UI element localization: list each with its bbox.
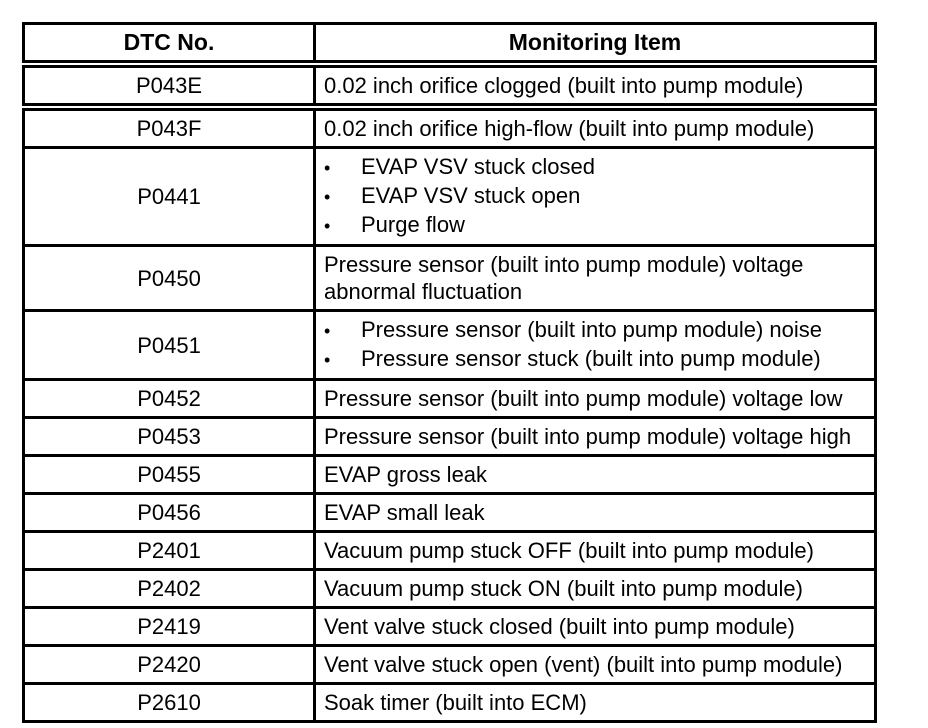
monitoring-item-text: Soak timer (built into ECM) [324,690,587,715]
monitoring-item-cell: 0.02 inch orifice clogged (built into pu… [313,62,877,111]
monitoring-item-text: Pressure sensor (built into pump module)… [324,386,843,411]
monitoring-item-cell: • EVAP VSV stuck closed • EVAP VSV stuck op… [313,146,877,247]
dtc-code-cell: P043F [22,105,316,149]
dtc-code-cell: P0450 [22,244,316,312]
dtc-code-cell: P2610 [22,682,316,723]
monitoring-item-cell: Soak timer (built into ECM) [313,682,877,723]
monitoring-item-text: 0.02 inch orifice clogged (built into pu… [324,73,804,98]
bullet-icon: • [324,321,331,341]
monitoring-item-text: Vacuum pump stuck OFF (built into pump m… [324,538,814,563]
table-row: P043E 0.02 inch orifice clogged (built i… [22,62,877,111]
column-header-monitoring-item: Monitoring Item [313,22,877,68]
table-row: P0452 Pressure sensor (built into pump m… [22,378,877,419]
dtc-code-cell: P2402 [22,568,316,609]
dtc-code-cell: P0455 [22,454,316,495]
bullet-icon: • [324,216,331,236]
monitoring-item-cell: Vent valve stuck open (vent) (built into… [313,644,877,685]
monitoring-item-text: 0.02 inch orifice high-flow (built into … [324,116,815,141]
dtc-monitoring-table: DTC No. Monitoring Item P043E 0.02 inch … [22,22,877,723]
bullet-list-item: • Pressure sensor (built into pump module… [324,316,866,345]
monitoring-item-cell: • Pressure sensor (built into pump module… [313,309,877,381]
monitoring-item-cell: Vacuum pump stuck ON (built into pump mo… [313,568,877,609]
monitoring-item-cell: Vacuum pump stuck OFF (built into pump m… [313,530,877,571]
dtc-code-cell: P0451 [22,309,316,381]
bullet-item-text: Purge flow [361,212,465,237]
dtc-code-cell: P043E [22,62,316,111]
bullet-list-item: • Purge flow [324,211,866,240]
monitoring-item-text: Vent valve stuck closed (built into pump… [324,614,795,639]
table-row: P2402 Vacuum pump stuck ON (built into p… [22,568,877,609]
bullet-icon: • [324,187,331,207]
bullet-item-text: Pressure sensor stuck (built into pump m… [361,346,821,371]
bullet-list-item: • EVAP VSV stuck open [324,182,866,211]
dtc-code-cell: P0453 [22,416,316,457]
table-row: P2401 Vacuum pump stuck OFF (built into … [22,530,877,571]
monitoring-item-cell: EVAP small leak [313,492,877,533]
table-row: P2610 Soak timer (built into ECM) [22,682,877,723]
header-row: DTC No. Monitoring Item [22,22,877,68]
monitoring-item-cell: Pressure sensor (built into pump module)… [313,378,877,419]
table-row: P0456 EVAP small leak [22,492,877,533]
monitoring-item-text: Vacuum pump stuck ON (built into pump mo… [324,576,803,601]
monitoring-item-cell: Vent valve stuck closed (built into pump… [313,606,877,647]
monitoring-item-cell: EVAP gross leak [313,454,877,495]
bullet-icon: • [324,158,331,178]
dtc-code-cell: P0456 [22,492,316,533]
bullet-icon: • [324,350,331,370]
monitoring-item-cell: Pressure sensor (built into pump module)… [313,244,877,312]
monitoring-item-text: EVAP small leak [324,500,485,525]
monitoring-item-text: Vent valve stuck open (vent) (built into… [324,652,843,677]
monitoring-item-text: EVAP gross leak [324,462,488,487]
bullet-item-text: Pressure sensor (built into pump module)… [361,317,823,342]
dtc-code-cell: P0441 [22,146,316,247]
table-row: P0441 • EVAP VSV stuck closed • EVAP VSV st… [22,146,877,247]
bullet-list-item: • Pressure sensor stuck (built into pump … [324,345,866,374]
bullet-item-text: EVAP VSV stuck open [361,183,581,208]
dtc-code-cell: P0452 [22,378,316,419]
monitoring-item-text: Pressure sensor (built into pump module)… [324,252,804,304]
monitoring-item-text: Pressure sensor (built into pump module)… [324,424,852,449]
table-row: P0451 • Pressure sensor (built into pump … [22,309,877,381]
table-row: P0455 EVAP gross leak [22,454,877,495]
table-row: P2420 Vent valve stuck open (vent) (buil… [22,644,877,685]
column-header-dtc-no: DTC No. [22,22,316,68]
dtc-code-cell: P2401 [22,530,316,571]
table-row: P043F 0.02 inch orifice high-flow (built… [22,105,877,149]
table-row: P0450 Pressure sensor (built into pump m… [22,244,877,312]
monitoring-item-cell: Pressure sensor (built into pump module)… [313,416,877,457]
monitoring-item-cell: 0.02 inch orifice high-flow (built into … [313,105,877,149]
bullet-list-item: • EVAP VSV stuck closed [324,153,866,182]
dtc-code-cell: P2419 [22,606,316,647]
dtc-code-cell: P2420 [22,644,316,685]
bullet-item-text: EVAP VSV stuck closed [361,154,595,179]
table-row: P2419 Vent valve stuck closed (built int… [22,606,877,647]
table-row: P0453 Pressure sensor (built into pump m… [22,416,877,457]
